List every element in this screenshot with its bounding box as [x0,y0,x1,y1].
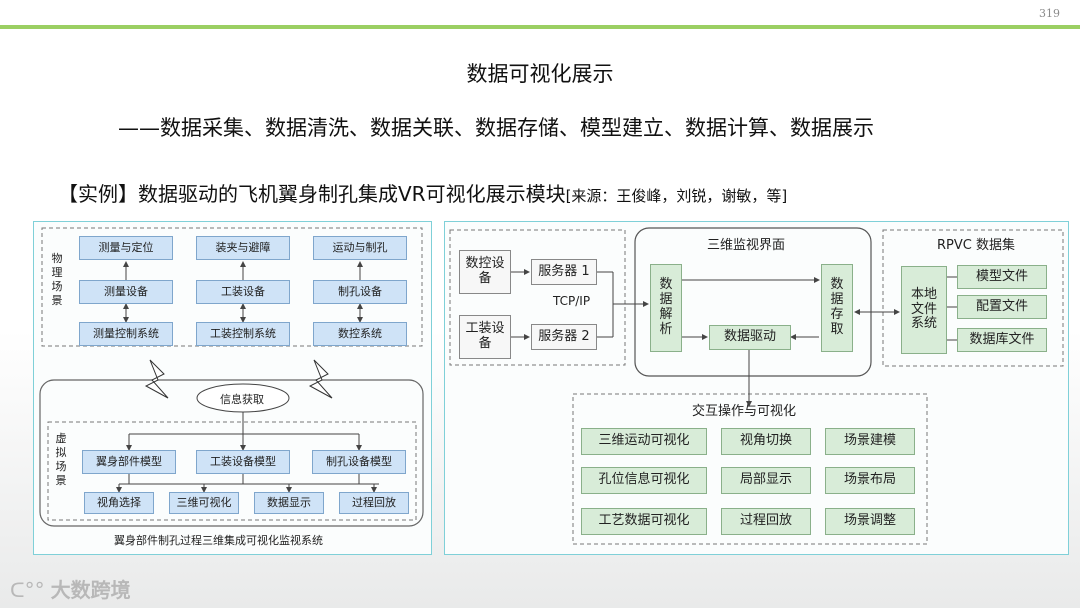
box-tooling-device: 工装设备 [196,280,290,304]
left-diagram-panel: 物理场景 虚拟场景 测量与定位 装夹与避障 运动与制孔 测量设备 工装设备 制孔… [33,221,432,555]
example-source: [来源：王俊峰，刘锐，谢敏，等] [565,187,788,205]
right-diagram-panel: 数控设备 工装设备 服务器 1 服务器 2 TCP/IP 三维监视界面 数据解析… [444,221,1069,555]
box-3d-vis: 三维可视化 [169,492,239,514]
watermark-text: 大数跨境 [50,578,131,602]
data-parse: 数据解析 [650,264,682,352]
data-store: 数据存取 [821,264,853,352]
box-data-display: 数据显示 [254,492,324,514]
grid-3d-motion-vis: 三维运动可视化 [581,428,707,455]
monitor-title: 三维监视界面 [707,238,786,253]
grid-local-display: 局部显示 [721,467,811,494]
grid-scene-model: 场景建模 [825,428,915,455]
grid-process-data-vis: 工艺数据可视化 [581,508,707,535]
box-measure-device: 测量设备 [79,280,173,304]
box-drill-device: 制孔设备 [313,280,407,304]
box-playback: 过程回放 [339,492,409,514]
example-caption: 【实例】数据驱动的飞机翼身制孔集成VR可视化展示模块[来源：王俊峰，刘锐，谢敏，… [58,178,787,207]
grid-hole-info-vis: 孔位信息可视化 [581,467,707,494]
page-number: 319 [1039,7,1060,20]
tooling-device: 工装设备 [459,315,511,359]
grid-process-playback: 过程回放 [721,508,811,535]
watermark-logo-icon: ᑕ°° [10,578,45,602]
rpvc-title: RPVC 数据集 [937,238,1015,253]
local-file-system: 本地文件系统 [901,266,947,354]
box-wing-model: 翼身部件模型 [82,450,176,474]
model-files: 模型文件 [957,265,1047,289]
box-tooling-control: 工装控制系统 [196,322,290,346]
top-accent-line [0,25,1080,29]
grid-view-switch: 视角切换 [721,428,811,455]
box-view-select: 视角选择 [84,492,154,514]
box-tooling-model: 工装设备模型 [196,450,290,474]
nc-device: 数控设备 [459,250,511,294]
server-2: 服务器 2 [531,324,597,350]
box-measure-control: 测量控制系统 [79,322,173,346]
box-nc-system: 数控系统 [313,322,407,346]
example-main: 【实例】数据驱动的飞机翼身制孔集成VR可视化展示模块 [58,182,566,206]
config-files: 配置文件 [957,295,1047,319]
interact-title: 交互操作与可视化 [692,404,797,419]
box-clamp-avoid: 装夹与避障 [196,236,290,260]
box-drill-model: 制孔设备模型 [312,450,406,474]
box-motion-drill: 运动与制孔 [313,236,407,260]
virtual-scene-label: 虚拟场景 [55,432,67,487]
grid-scene-layout: 场景布局 [825,467,915,494]
left-diagram-caption: 翼身部件制孔过程三维集成可视化监视系统 [114,534,323,547]
watermark: ᑕ°°大数跨境 [10,574,131,603]
protocol-label: TCP/IP [553,294,591,308]
physical-scene-label: 物理场景 [51,252,63,307]
box-measure-locate: 测量与定位 [79,236,173,260]
grid-scene-adjust: 场景调整 [825,508,915,535]
info-acquire-node: 信息获取 [220,393,264,406]
slide-title: 数据可视化展示 [466,62,614,86]
data-drive: 数据驱动 [709,325,791,350]
database-files: 数据库文件 [957,328,1047,352]
server-1: 服务器 1 [531,259,597,285]
slide-subtitle: ——数据采集、数据清洗、数据关联、数据存储、模型建立、数据计算、数据展示 [118,116,874,140]
